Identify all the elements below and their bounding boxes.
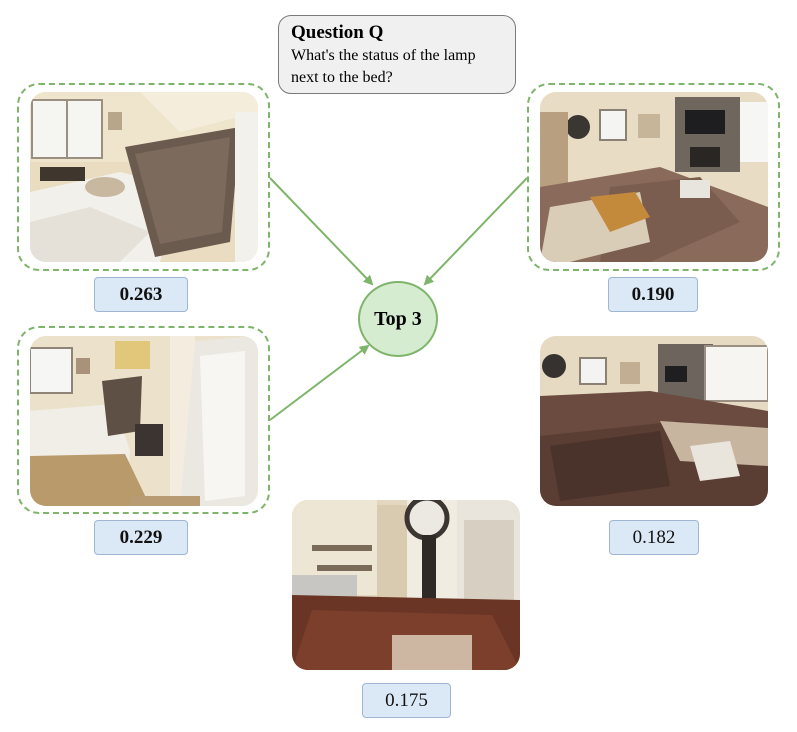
question-box: Question Q What's the status of the lamp… [278, 15, 516, 94]
scene-image-livingroom-2 [540, 92, 768, 262]
selection-frame-1 [17, 83, 270, 271]
question-title: Question Q [291, 22, 384, 43]
score-badge-3: 0.229 [94, 520, 188, 555]
arrow-from-image-3 [269, 344, 370, 421]
score-badge-4: 0.182 [609, 520, 699, 555]
score-badge-2: 0.190 [608, 277, 698, 312]
scene-image-hallway-5 [292, 500, 520, 670]
score-badge-1: 0.263 [94, 277, 188, 312]
selection-frame-2 [527, 83, 780, 271]
scene-image-bedroom-3 [30, 336, 258, 506]
selection-frame-3 [17, 326, 270, 514]
scene-image-livingroom-4 [540, 336, 768, 506]
arrow-from-image-1 [269, 177, 374, 286]
top3-node: Top 3 [358, 281, 438, 357]
question-text-line1: What's the status of the lamp [291, 47, 476, 64]
arrow-from-image-2 [423, 177, 528, 286]
scene-image-bedroom-1 [30, 92, 258, 262]
score-badge-5: 0.175 [362, 683, 451, 718]
question-text-line2: next to the bed? [291, 69, 393, 86]
